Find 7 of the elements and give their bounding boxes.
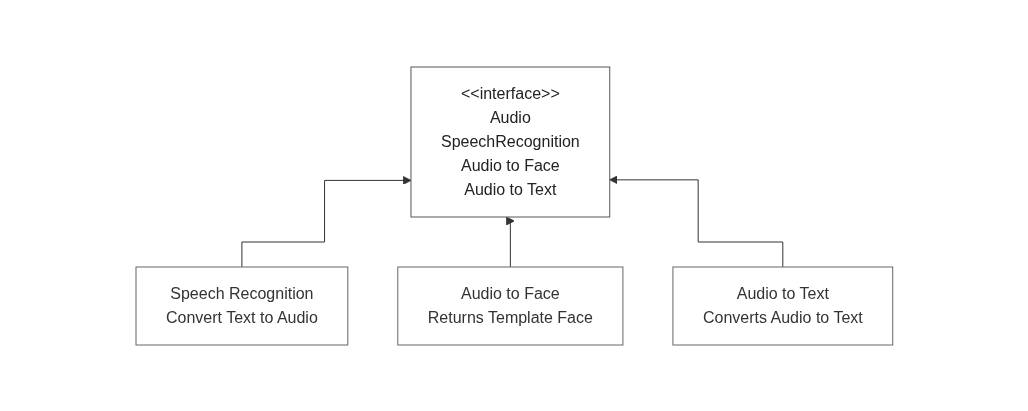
arrow [505,216,515,267]
node-box: <<interface>> Audio SpeechRecognition Audio to Face Audio to Text [410,66,610,217]
node-box: Speech Recognition Convert Text to Audio [135,266,348,345]
arrow [241,175,412,267]
node-box: Audio to Face Returns Template Face [396,266,624,345]
arrow [608,174,783,267]
node-box: Audio to Text Converts Audio to Text [672,266,893,345]
